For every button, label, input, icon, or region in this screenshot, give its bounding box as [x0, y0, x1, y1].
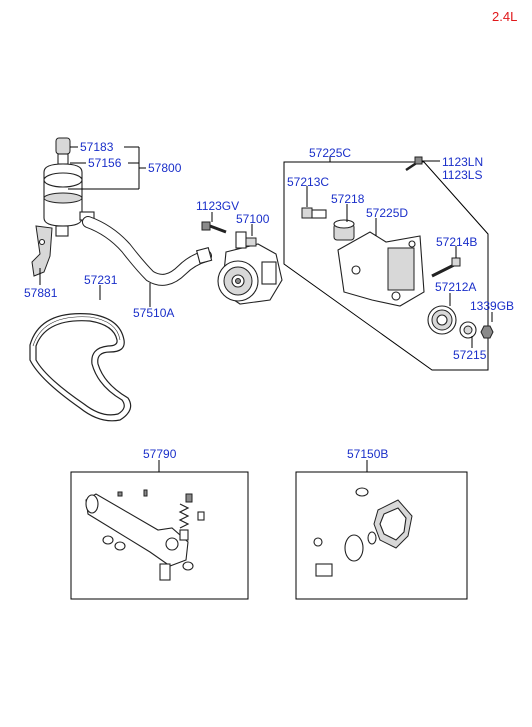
callout-57213C: 57213C [287, 175, 329, 189]
callout-57510A: 57510A [133, 306, 174, 320]
return-hose [82, 216, 213, 286]
spacer-57218 [333, 219, 355, 241]
callout-57212A: 57212A [435, 280, 476, 294]
callout-57225D: 57225D [366, 206, 408, 220]
callout-57156: 57156 [88, 156, 122, 170]
callout-57214B: 57214B [436, 235, 477, 249]
drive-belt [29, 312, 132, 422]
callout-57225C: 57225C [309, 146, 351, 160]
bolt-57213C [301, 207, 327, 219]
callout-57881: 57881 [24, 286, 58, 300]
reservoir-assembly [31, 137, 95, 277]
callout-1123LN: 1123LN [442, 155, 483, 169]
callout-57218: 57218 [331, 192, 365, 206]
callout-1123LS: 1123LS [442, 168, 482, 182]
seal-kit-57150B [313, 487, 413, 577]
nut-1339GB [480, 325, 494, 339]
engine-label: 2.4L [492, 9, 517, 24]
bracket-57225D [337, 231, 425, 307]
bolt-1123LN [405, 156, 423, 172]
callout-57215: 57215 [453, 348, 487, 362]
callout-57183: 57183 [80, 140, 114, 154]
bolt-1123GV [201, 221, 227, 234]
callout-1123GV: 1123GV [196, 199, 239, 213]
callout-57231: 57231 [84, 273, 118, 287]
power-steering-pump [217, 231, 283, 305]
control-valve-kit-57790 [85, 489, 205, 581]
callout-1339GB: 1339GB [470, 299, 514, 313]
cover-57215 [459, 321, 477, 339]
bolt-57214B [431, 257, 461, 278]
callout-57100: 57100 [236, 212, 270, 226]
callout-57800: 57800 [148, 161, 182, 175]
callout-57790: 57790 [143, 447, 177, 461]
callout-57150B: 57150B [347, 447, 388, 461]
idler-pulley-57212A [427, 305, 457, 335]
